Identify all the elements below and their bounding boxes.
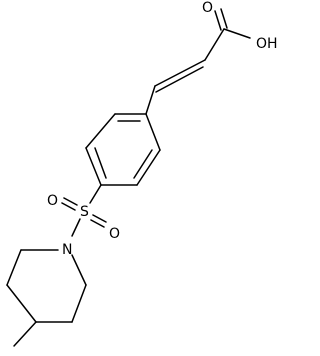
sulfonyl-lower-double-bond: [90, 214, 107, 228]
sulfur-label: S: [80, 204, 89, 220]
acid-to-alkene-bond: [204, 28, 225, 61]
benzene-ring: [85, 113, 161, 186]
sulfur-to-nitrogen-bond: [71, 218, 81, 237]
molecule-diagram: O OH O S O N: [6, 0, 278, 347]
sulfonyl-oxygen-lower-label: O: [109, 226, 120, 242]
carbonyl-double-bond: [214, 8, 228, 31]
methyl-bond: [13, 321, 37, 347]
sulfonyl-oxygen-upper-label: O: [47, 193, 58, 209]
nitrogen-label: N: [62, 242, 72, 258]
alkene-to-ring-bond: [145, 85, 156, 115]
c-oh-bond: [223, 28, 251, 39]
sulfonyl-upper-double-bond: [61, 197, 78, 211]
ring-to-sulfur-bond: [89, 184, 102, 204]
carbonyl-oxygen-label: O: [202, 0, 213, 16]
hydroxyl-label: OH: [256, 36, 278, 52]
piperidine-ring: [6, 249, 87, 323]
alkene-double-bond: [154, 59, 206, 93]
